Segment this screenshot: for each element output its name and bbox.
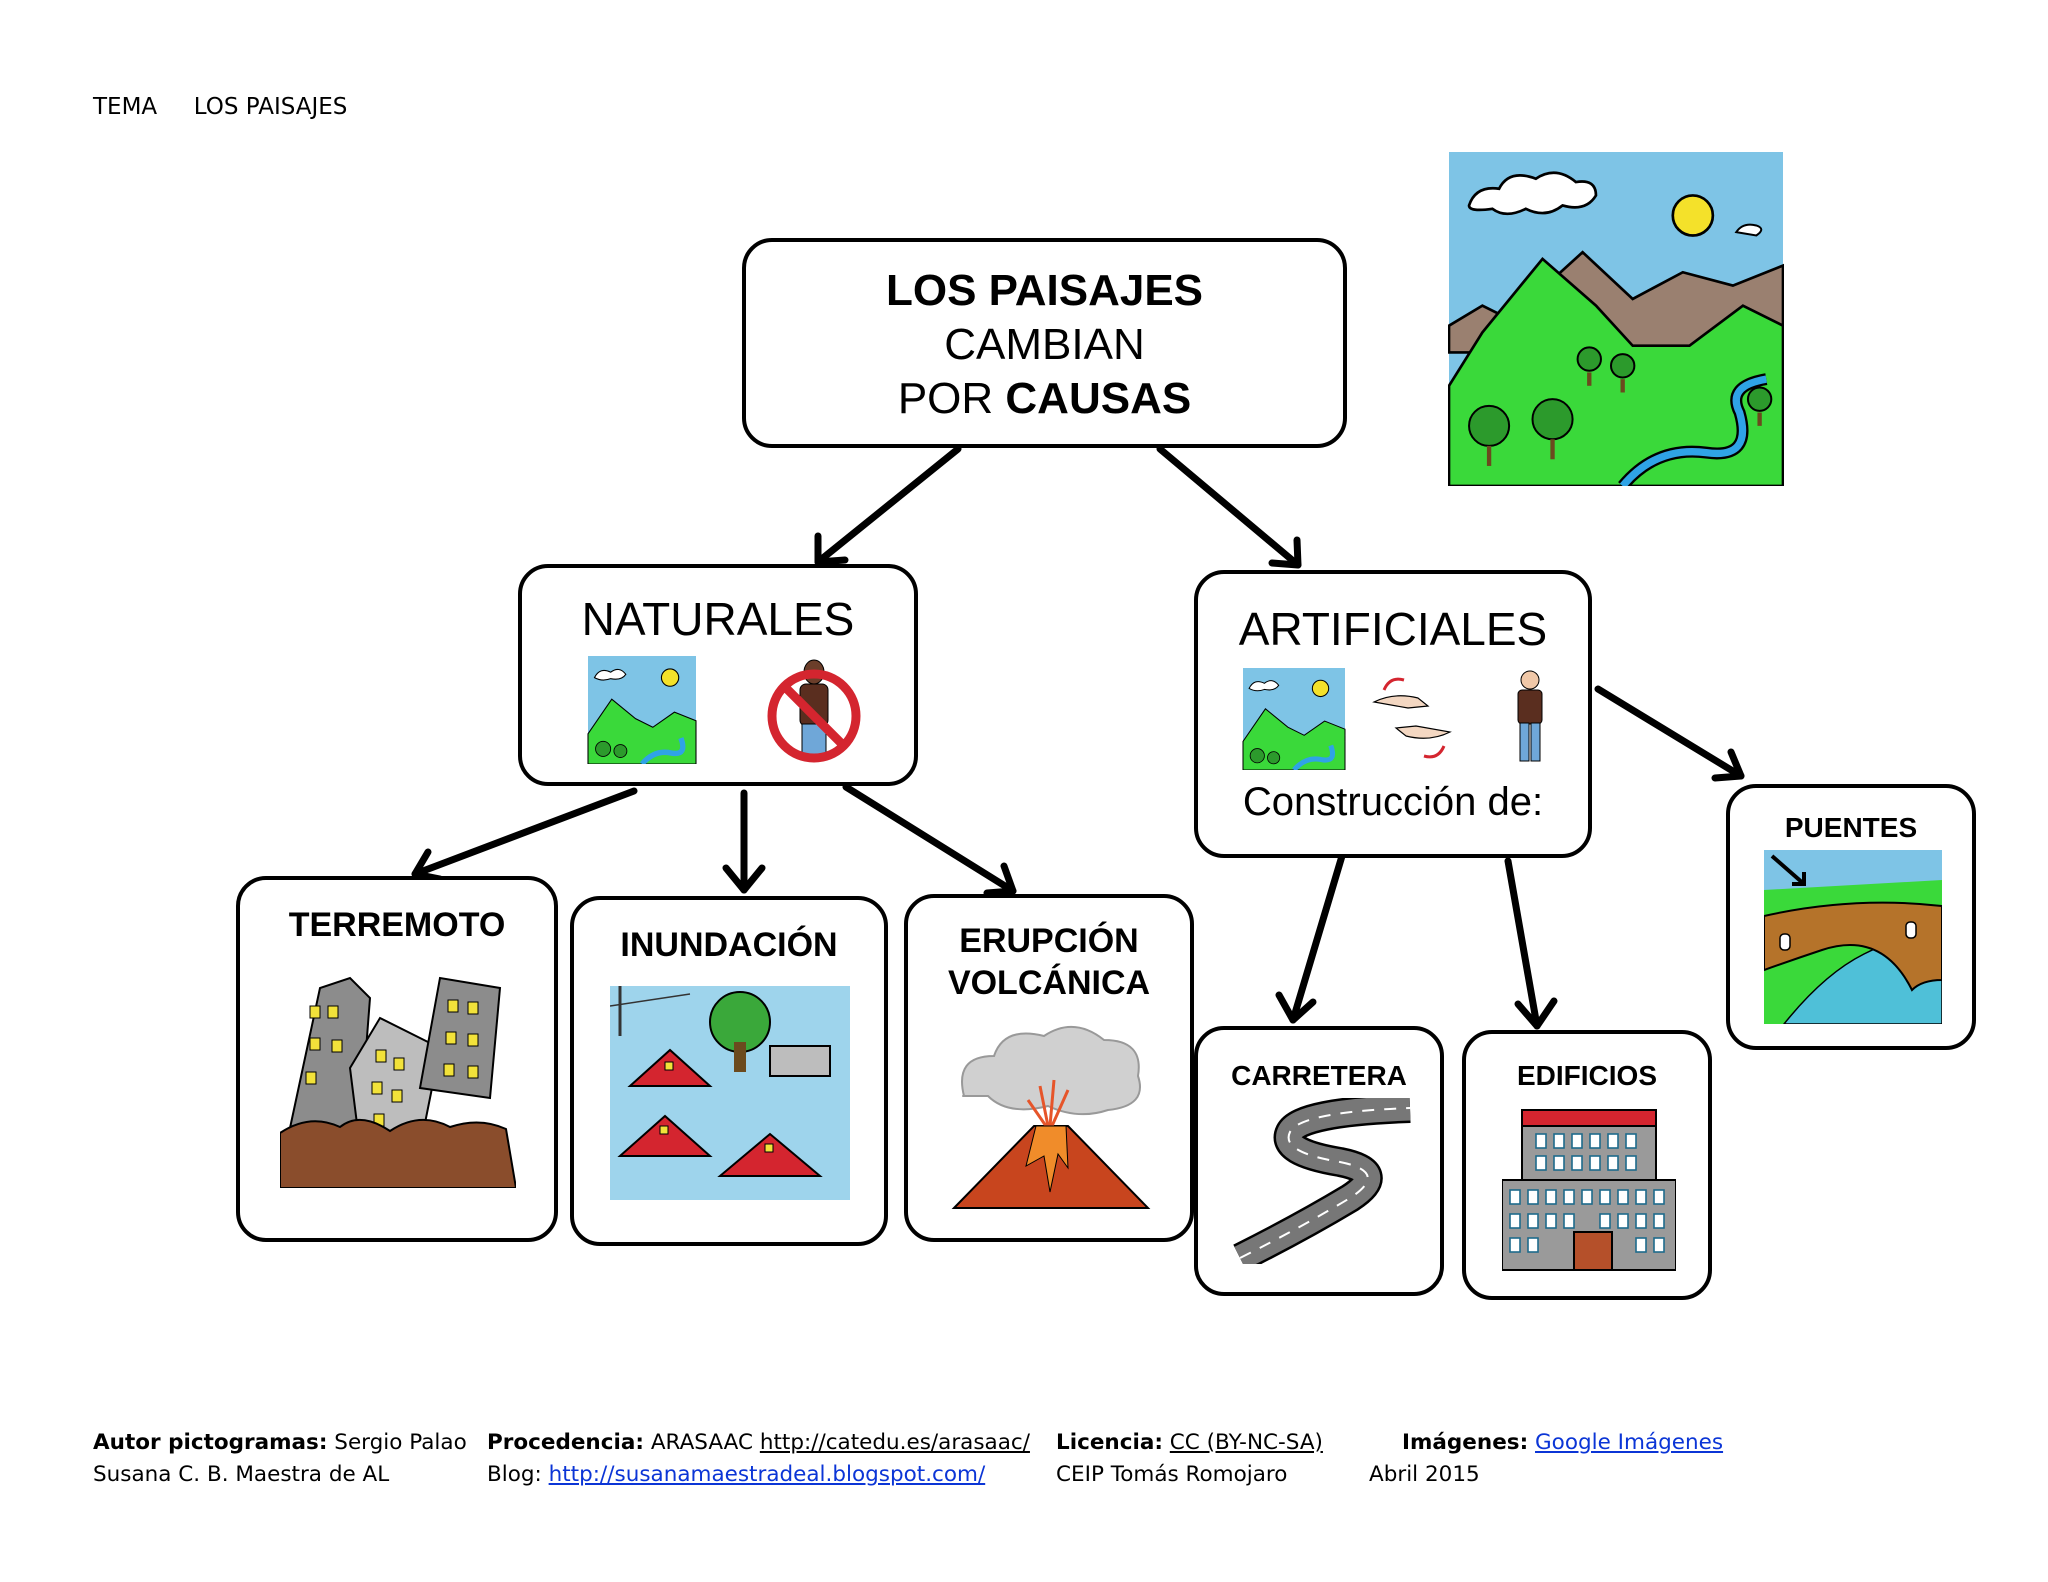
arrow-naturales-to-erupcion bbox=[842, 783, 1017, 895]
footer-licencia: Licencia: CC (BY-NC-SA) bbox=[1056, 1430, 1323, 1455]
erupcion-box: ERUPCIÓN VOLCÁNICA bbox=[904, 894, 1194, 1242]
header-topic: LOS PAISAJES bbox=[193, 94, 348, 120]
artificiales-title: ARTIFICIALES bbox=[1238, 603, 1548, 655]
root-concept-box: LOS PAISAJES CAMBIAN POR CAUSAS bbox=[742, 238, 1347, 448]
artificiales-subtitle: Construcción de: bbox=[1242, 780, 1544, 824]
footer-licencia-value[interactable]: CC (BY-NC-SA) bbox=[1169, 1430, 1323, 1455]
arrow-root-to-artificiales bbox=[1156, 445, 1302, 569]
root-title: LOS PAISAJES bbox=[885, 266, 1204, 315]
landscape-icon bbox=[587, 656, 697, 764]
arrow-artificiales-to-carretera bbox=[1289, 852, 1346, 1024]
footer-imagenes-link[interactable]: Google Imágenes bbox=[1535, 1430, 1724, 1455]
inundacion-box: INUNDACIÓN bbox=[570, 896, 888, 1246]
carretera-label: CARRETERA bbox=[1231, 1060, 1407, 1091]
bridge-icon bbox=[1764, 850, 1942, 1024]
root-line2: CAMBIAN bbox=[944, 320, 1145, 369]
footer-procedencia-value: ARASAAC bbox=[650, 1430, 753, 1455]
building-icon bbox=[1502, 1109, 1676, 1271]
no-people-icon bbox=[767, 659, 861, 763]
change-hands-icon bbox=[1372, 677, 1452, 759]
footer-licencia-label: Licencia: bbox=[1056, 1430, 1163, 1455]
arrow-root-to-naturales bbox=[814, 445, 962, 566]
erupcion-label-line1: ERUPCIÓN bbox=[959, 922, 1139, 960]
terremoto-label: TERREMOTO bbox=[288, 906, 506, 944]
footer-autor: Autor pictogramas: Sergio Palao bbox=[93, 1430, 467, 1455]
footer-date: Abril 2015 bbox=[1369, 1462, 1480, 1487]
root-line3: POR CAUSAS bbox=[746, 372, 1343, 426]
edificios-label: EDIFICIOS bbox=[1516, 1060, 1657, 1091]
landscape-picture bbox=[1447, 152, 1785, 490]
landscape-icon bbox=[1242, 668, 1346, 770]
root-line3-prefix: POR bbox=[897, 374, 1006, 423]
arrow-artificiales-to-puentes bbox=[1594, 685, 1745, 780]
puentes-label: PUENTES bbox=[1784, 812, 1918, 843]
footer-blog: Blog: http://susanamaestradeal.blogspot.… bbox=[487, 1462, 985, 1487]
footer-imagenes: Imágenes: Google Imágenes bbox=[1402, 1430, 1723, 1455]
page-header: TEMA LOS PAISAJES bbox=[93, 94, 347, 120]
footer-autor-label: Autor pictogramas: bbox=[93, 1430, 328, 1455]
terremoto-box: TERREMOTO bbox=[236, 876, 558, 1242]
flood-icon bbox=[610, 986, 850, 1200]
footer-autor-value: Sergio Palao bbox=[334, 1430, 467, 1455]
edificios-box: EDIFICIOS bbox=[1462, 1030, 1712, 1300]
footer-maker: Susana C. B. Maestra de AL bbox=[93, 1462, 390, 1487]
volcano-icon bbox=[951, 1025, 1151, 1209]
arrow-naturales-to-terremoto bbox=[411, 787, 638, 878]
puentes-box: PUENTES bbox=[1726, 784, 1976, 1050]
artificiales-box: ARTIFICIALES Construcción de: bbox=[1194, 570, 1592, 858]
root-causas: CAUSAS bbox=[1005, 374, 1192, 423]
footer-blog-label: Blog: bbox=[487, 1462, 542, 1487]
naturales-box: NATURALES bbox=[518, 564, 918, 786]
road-icon bbox=[1233, 1098, 1411, 1264]
naturales-title: NATURALES bbox=[581, 593, 855, 645]
footer-procedencia-link[interactable]: http://catedu.es/arasaac/ bbox=[759, 1430, 1030, 1455]
footer-procedencia-label: Procedencia: bbox=[487, 1430, 644, 1455]
header-tema: TEMA bbox=[93, 94, 158, 120]
inundacion-label: INUNDACIÓN bbox=[620, 926, 838, 964]
landscape-icon bbox=[1447, 152, 1785, 490]
footer-school: CEIP Tomás Romojaro bbox=[1056, 1462, 1288, 1487]
footer-imagenes-label: Imágenes: bbox=[1402, 1430, 1529, 1455]
footer-blog-link[interactable]: http://susanamaestradeal.blogspot.com/ bbox=[548, 1462, 986, 1487]
person-icon bbox=[1517, 670, 1543, 762]
footer-procedencia: Procedencia: ARASAAC http://catedu.es/ar… bbox=[487, 1430, 1030, 1455]
carretera-box: CARRETERA bbox=[1194, 1026, 1444, 1296]
earthquake-icon bbox=[280, 976, 516, 1188]
arrow-artificiales-to-edificios bbox=[1504, 857, 1541, 1030]
erupcion-label-line2: VOLCÁNICA bbox=[947, 964, 1151, 1002]
